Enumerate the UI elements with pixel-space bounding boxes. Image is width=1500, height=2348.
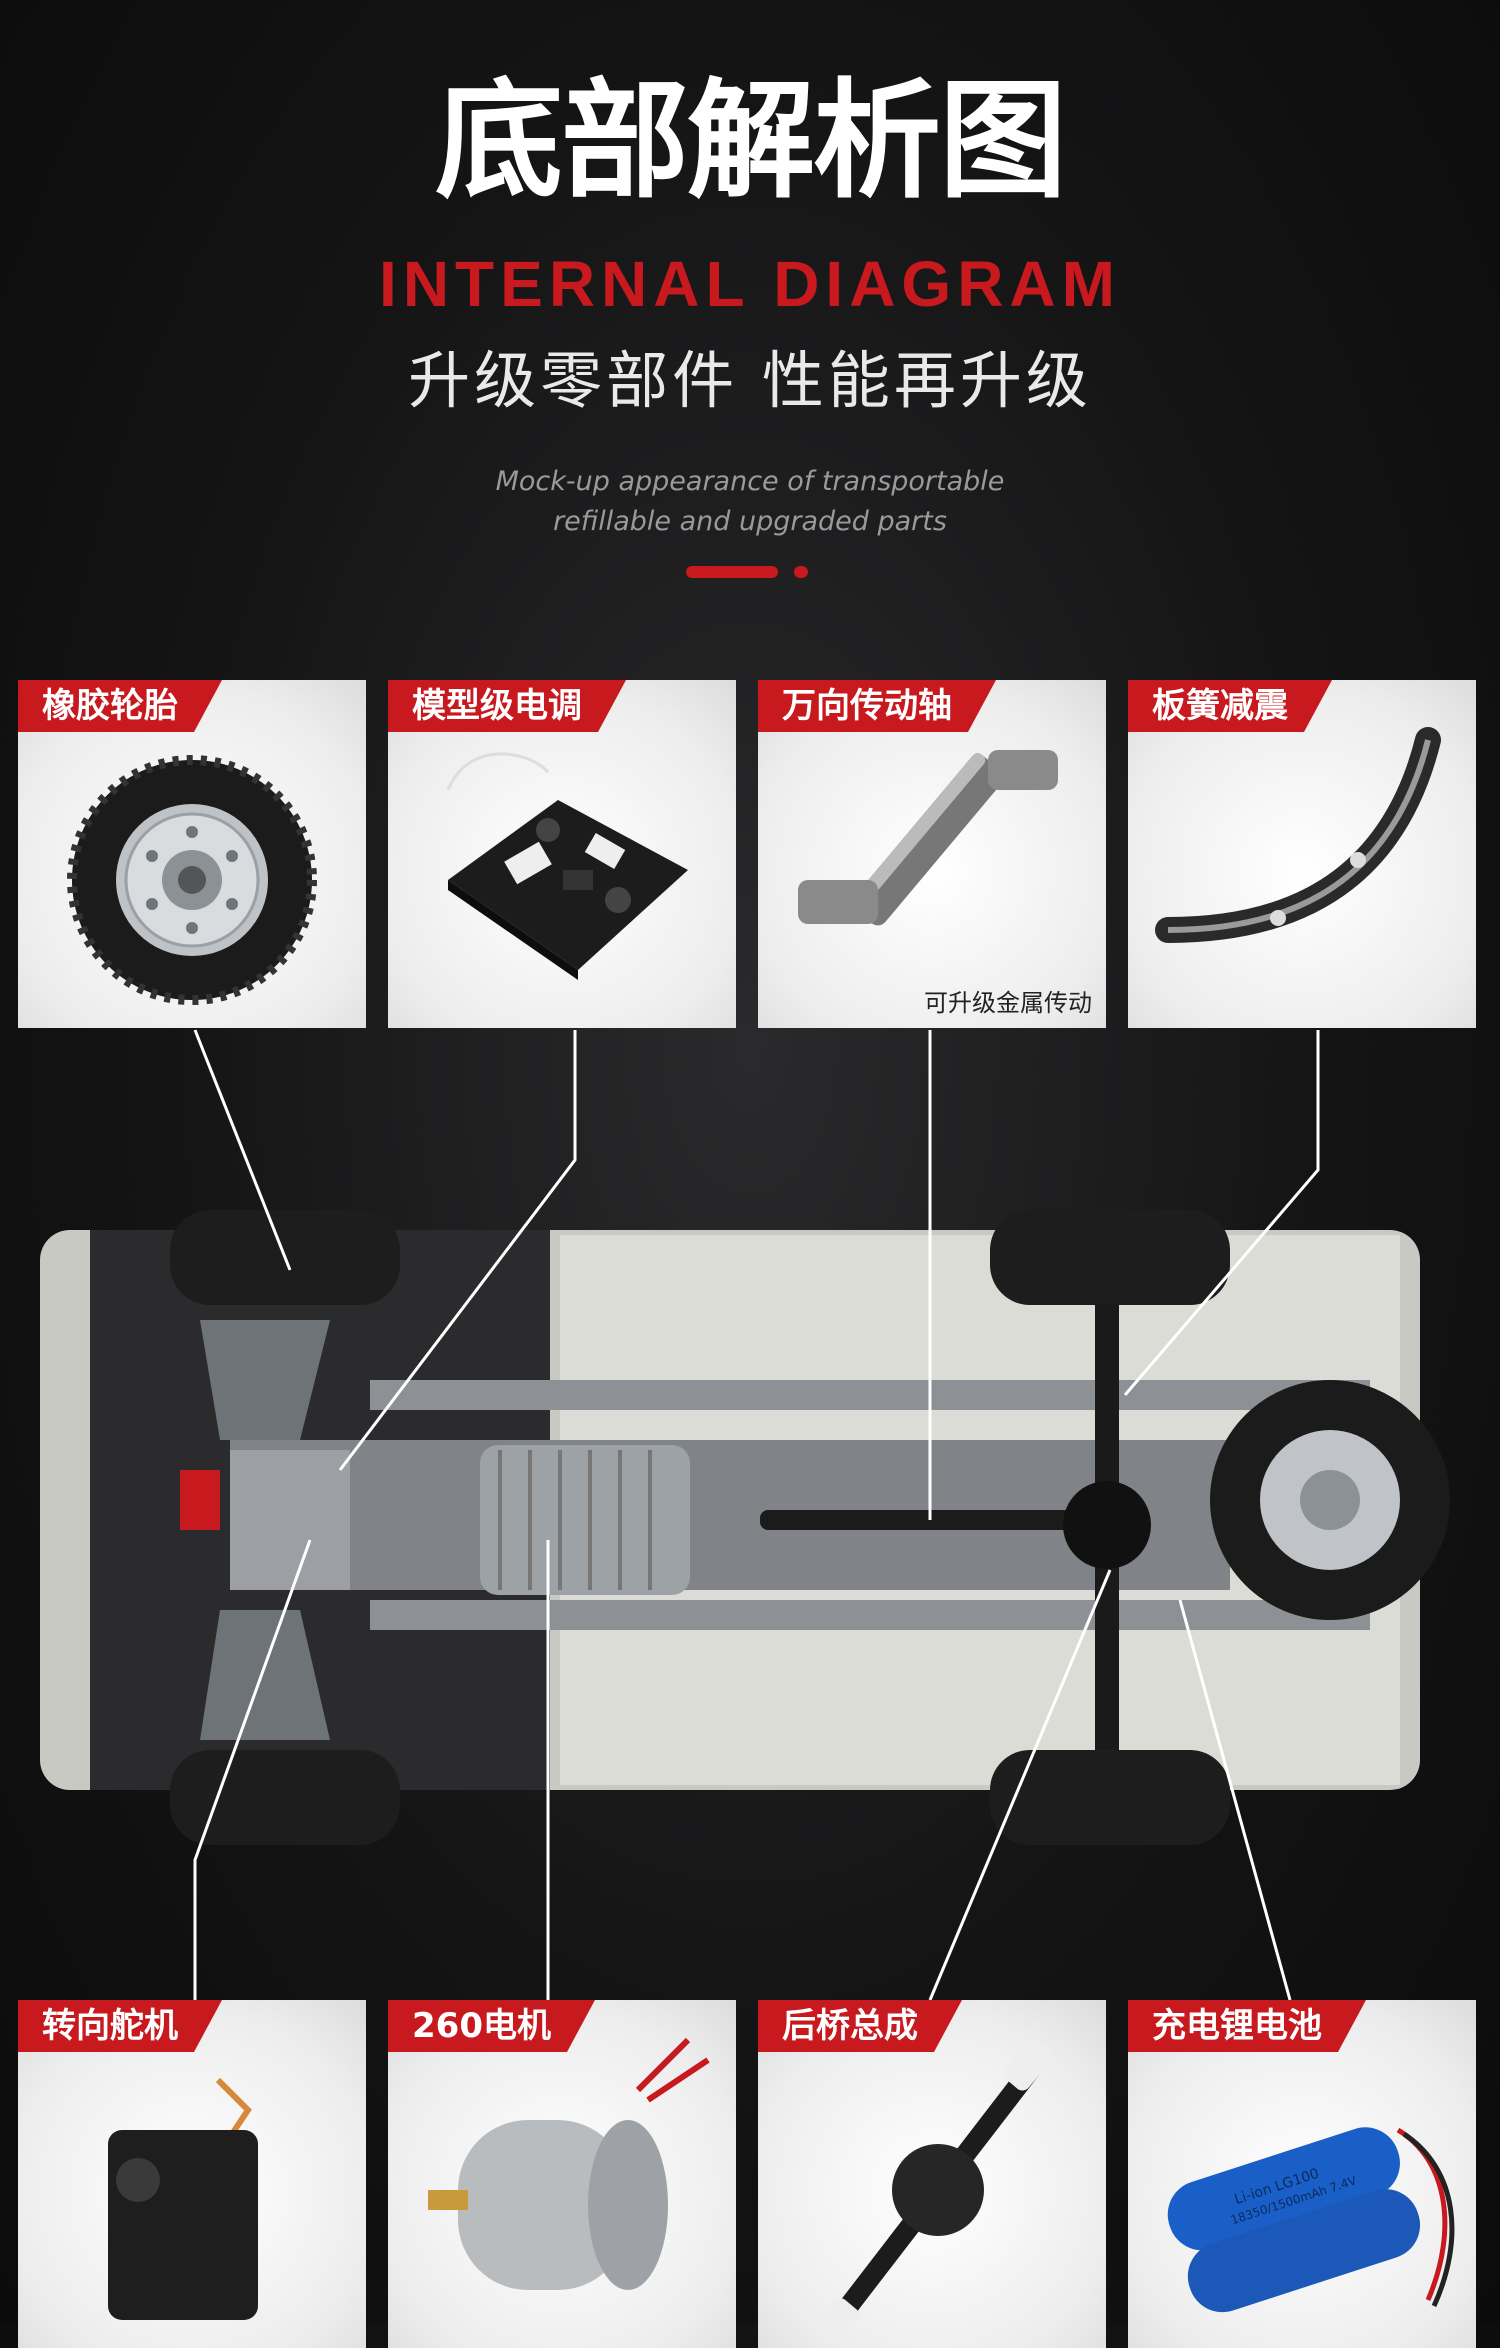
part-card-rear-axle: 后桥总成	[758, 2000, 1106, 2348]
part-label: 后桥总成	[758, 2000, 962, 2052]
accent-bar	[686, 566, 778, 578]
page-title-en: INTERNAL DIAGRAM	[379, 248, 1121, 320]
chassis-diagram	[40, 1210, 1450, 1845]
part-label: 260电机	[388, 2000, 595, 2052]
part-card-servo: 转向舵机	[18, 2000, 366, 2348]
part-label: 橡胶轮胎	[18, 680, 222, 732]
part-card-leaf-spring: 板簧减震	[1128, 680, 1476, 1028]
part-card-motor: 260电机	[388, 2000, 736, 2348]
tire-icon	[67, 755, 317, 1005]
part-card-battery: 充电锂电池 Li-ion LG100 18350/1500mAh 7.4V	[1128, 2000, 1476, 2348]
rear-axle-icon	[816, 2039, 1053, 2342]
part-card-esc: 模型级电调	[388, 680, 736, 1028]
part-note: 可升级金属传动	[924, 989, 1092, 1017]
description-line-2: refillable and upgraded parts	[553, 506, 947, 537]
part-label: 万向传动轴	[758, 680, 996, 732]
part-card-tire: 橡胶轮胎	[18, 680, 366, 1028]
description-line-1: Mock-up appearance of transportable	[495, 466, 1005, 497]
part-label: 板簧减震	[1128, 680, 1332, 732]
motor-icon	[428, 2037, 710, 2290]
accent-dot	[794, 566, 808, 578]
part-label: 转向舵机	[18, 2000, 222, 2052]
page-subtitle: 升级零部件 性能再升级	[408, 344, 1092, 417]
esc-board-icon	[446, 752, 688, 980]
part-card-driveshaft: 万向传动轴 可升级金属传动	[758, 680, 1106, 1028]
servo-icon	[108, 2077, 258, 2320]
battery-icon: Li-ion LG100 18350/1500mAh 7.4V	[1167, 2127, 1455, 2313]
part-label: 充电锂电池	[1128, 2000, 1366, 2052]
page-description: Mock-up appearance of transportable refi…	[0, 462, 1500, 542]
page-title: 底部解析图	[434, 67, 1067, 216]
leaf-spring-icon	[1155, 727, 1441, 943]
part-label: 模型级电调	[388, 680, 626, 732]
drive-shaft-icon	[798, 750, 1058, 926]
